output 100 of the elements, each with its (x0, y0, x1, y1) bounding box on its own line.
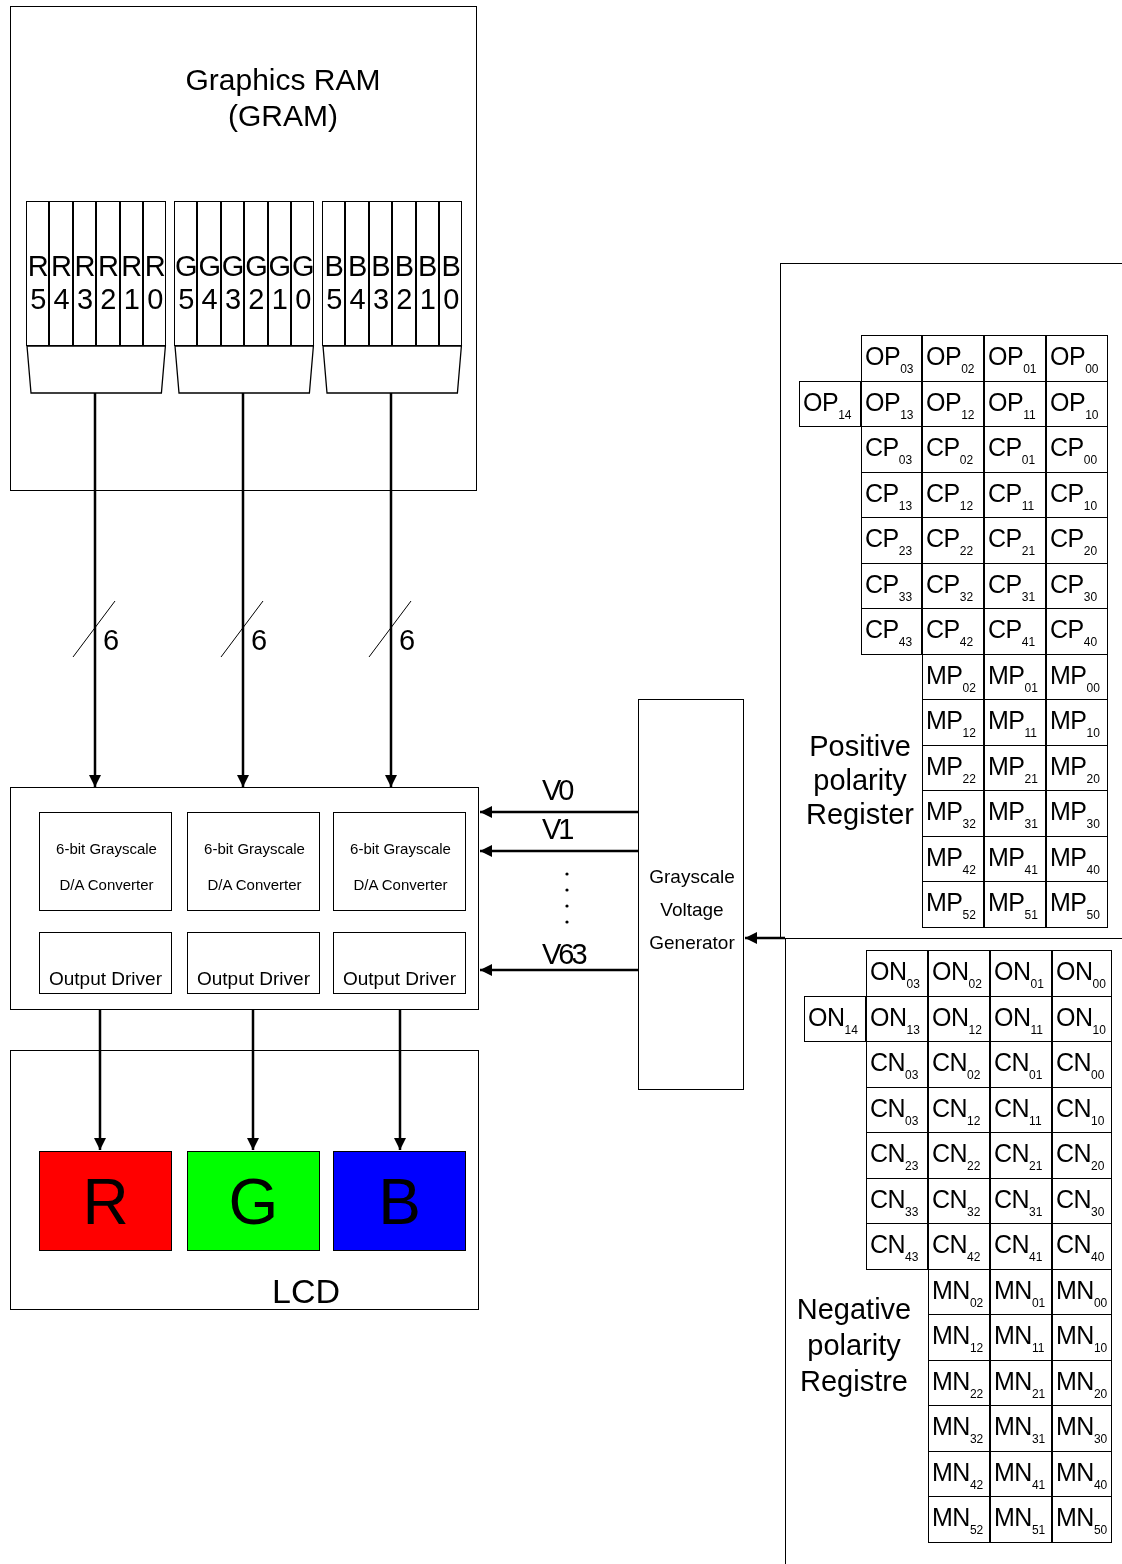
register-name: MP$_{52}$ (926, 887, 976, 917)
register-cell (984, 744, 1046, 791)
register-cell (804, 995, 866, 1042)
register-cell (922, 517, 984, 564)
register-cell (1046, 471, 1108, 518)
register-name: MP$_{20}$ (1050, 750, 1100, 781)
register-cell (861, 426, 922, 473)
bit-cell (143, 201, 167, 346)
register-name: MP$_{12}$ (926, 705, 976, 735)
bit-label: B 5 (323, 250, 344, 316)
register-cell (1052, 1223, 1112, 1270)
register-cell (922, 471, 984, 518)
channel-letter: R (81, 1170, 130, 1234)
bit-label: R 4 (50, 250, 72, 316)
register-cell (1052, 950, 1112, 997)
register-name: CN$_{31}$ (994, 1183, 1043, 1214)
register-cell (1052, 1496, 1112, 1543)
register-cell (922, 699, 984, 746)
block-title: Grayscale Voltage Generator (648, 865, 736, 955)
register-cell (866, 950, 928, 997)
register-name: MP$_{50}$ (1050, 887, 1100, 917)
register-name: MN$_{21}$ (994, 1365, 1046, 1396)
register-cell (990, 1223, 1052, 1270)
register-cell (928, 950, 990, 997)
channel-letter: B (377, 1170, 422, 1234)
register-cell (984, 562, 1046, 609)
multiplexer-trapezoid (322, 346, 463, 394)
register-cell (928, 1314, 990, 1361)
register-name: CP$_{42}$ (926, 614, 974, 644)
bit-label: B 4 (346, 250, 368, 316)
register-name: MN$_{41}$ (994, 1456, 1046, 1487)
bit-label: R 5 (27, 250, 49, 316)
register-name: OP$_{00}$ (1050, 341, 1099, 371)
register-cell (866, 1223, 928, 1270)
register-name: CN$_{10}$ (1056, 1092, 1105, 1123)
bit-label: B 0 (440, 250, 461, 316)
bit-label: B 3 (370, 250, 391, 316)
register-name: MP$_{01}$ (988, 659, 1038, 690)
register-cell (990, 995, 1052, 1042)
register-name: CN$_{03}$ (870, 1047, 919, 1077)
register-name: MN$_{31}$ (994, 1411, 1046, 1441)
register-cell (861, 608, 922, 655)
register-cell (928, 1223, 990, 1270)
register-cell (922, 380, 984, 427)
register-cell (928, 1132, 990, 1179)
bit-label: G 3 (221, 250, 244, 316)
bit-label: G 1 (268, 250, 290, 316)
bit-cell (267, 201, 291, 346)
register-cell (1052, 1041, 1112, 1088)
register-name: MP$_{42}$ (926, 841, 976, 872)
register-name: MN$_{10}$ (1056, 1320, 1108, 1350)
register-name: ON$_{14}$ (808, 1001, 858, 1032)
register-name: ON$_{11}$ (994, 1001, 1043, 1032)
register-cell (990, 1268, 1052, 1315)
channel-letter: G (227, 1170, 280, 1234)
register-name: MN$_{11}$ (994, 1320, 1045, 1350)
block-title: Positive polarity Register (805, 729, 915, 831)
register-name: CN$_{01}$ (994, 1047, 1043, 1077)
register-cell (990, 1086, 1052, 1133)
register-cell (928, 1405, 990, 1452)
register-cell (922, 744, 984, 791)
register-name: ON$_{12}$ (932, 1001, 982, 1032)
register-name: MP$_{00}$ (1050, 659, 1100, 690)
register-cell (984, 608, 1046, 655)
register-cell (990, 950, 1052, 997)
register-name: OP$_{02}$ (926, 341, 975, 371)
bit-label: R 1 (120, 250, 142, 316)
register-name: CP$_{31}$ (988, 568, 1036, 599)
register-cell (928, 1041, 990, 1088)
bit-cell (119, 201, 143, 346)
register-cell (990, 1450, 1052, 1497)
register-name: CN$_{22}$ (932, 1138, 981, 1168)
register-cell (984, 426, 1046, 473)
register-name: MP$_{02}$ (926, 659, 976, 690)
register-cell (990, 1314, 1052, 1361)
block-label: Output Driver (342, 968, 457, 990)
bit-cell (197, 201, 221, 346)
register-name: MN$_{52}$ (932, 1502, 984, 1532)
register-cell (922, 426, 984, 473)
register-cell (922, 653, 984, 700)
register-name: MP$_{31}$ (988, 796, 1038, 826)
register-name: CP$_{40}$ (1050, 614, 1098, 644)
register-name: CP$_{43}$ (865, 614, 913, 644)
lcd-panel (10, 1050, 479, 1310)
bit-label: G 0 (292, 250, 314, 316)
register-name: MN$_{42}$ (932, 1456, 984, 1487)
register-name: MP$_{21}$ (988, 750, 1038, 781)
register-cell (861, 517, 922, 564)
register-cell (1046, 335, 1108, 382)
register-name: CN$_{12}$ (932, 1092, 981, 1123)
register-cell (861, 562, 922, 609)
register-cell (990, 1041, 1052, 1088)
register-cell (928, 1359, 990, 1406)
register-cell (984, 517, 1046, 564)
register-cell (984, 380, 1046, 427)
bit-cell (174, 201, 198, 346)
register-name: MN$_{51}$ (994, 1502, 1046, 1532)
bit-label: B 1 (417, 250, 438, 316)
register-cell (1046, 426, 1108, 473)
register-name: CN$_{11}$ (994, 1092, 1042, 1123)
